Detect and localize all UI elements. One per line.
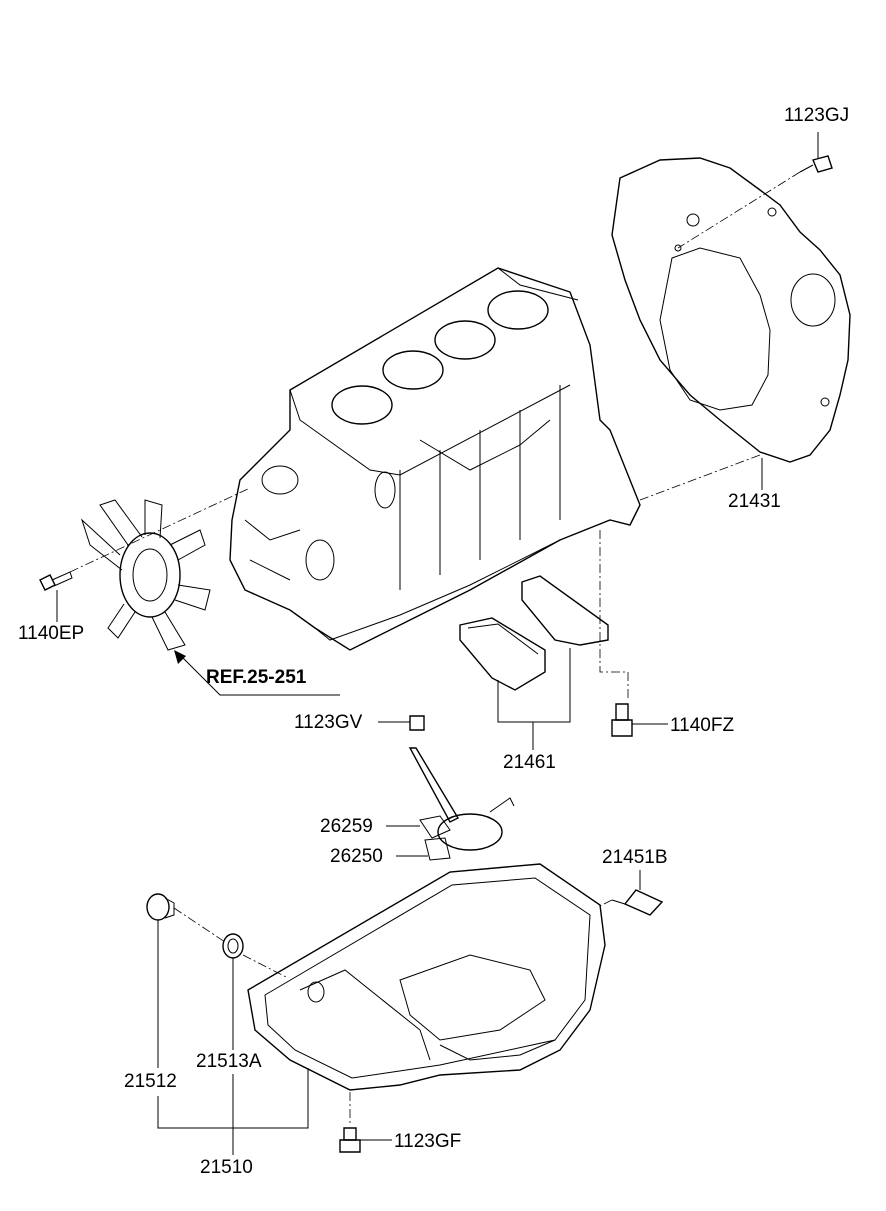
label-1123GF: 1123GF bbox=[394, 1131, 462, 1152]
drain-gasket bbox=[222, 933, 244, 959]
oil-strainer bbox=[408, 747, 515, 861]
leader-lines bbox=[56, 132, 819, 1155]
bolt-1140FZ bbox=[611, 703, 633, 737]
drain-plug bbox=[146, 893, 175, 921]
label-1123GV: 1123GV bbox=[294, 712, 363, 733]
oil-pan-21510 bbox=[247, 863, 606, 1091]
label-1123GJ: 1123GJ bbox=[784, 105, 850, 126]
bolt-1123GV bbox=[409, 715, 425, 731]
bolt-1123GF bbox=[339, 1127, 361, 1153]
bolt-1140EP bbox=[39, 571, 73, 591]
cooling-fan bbox=[80, 499, 211, 651]
label-26250: 26250 bbox=[330, 846, 383, 867]
label-1140EP: 1140EP bbox=[18, 623, 85, 644]
label-21512: 21512 bbox=[124, 1071, 177, 1092]
label-26259: 26259 bbox=[320, 816, 373, 837]
bolt-1123GJ bbox=[799, 155, 833, 173]
engine-block bbox=[229, 267, 641, 651]
rear-plate-21431 bbox=[611, 157, 851, 463]
label-ref-25-251: REF.25-251 bbox=[206, 667, 307, 688]
label-21510: 21510 bbox=[200, 1157, 253, 1178]
sensor-21451B bbox=[611, 889, 664, 916]
label-21431: 21431 bbox=[728, 491, 781, 512]
label-1140FZ: 1140FZ bbox=[670, 715, 735, 736]
label-21451B: 21451B bbox=[602, 847, 668, 868]
label-21513A: 21513A bbox=[196, 1051, 262, 1072]
alignment-lines bbox=[69, 171, 801, 1125]
label-21461: 21461 bbox=[503, 752, 556, 773]
baffle-21461 bbox=[459, 575, 609, 691]
